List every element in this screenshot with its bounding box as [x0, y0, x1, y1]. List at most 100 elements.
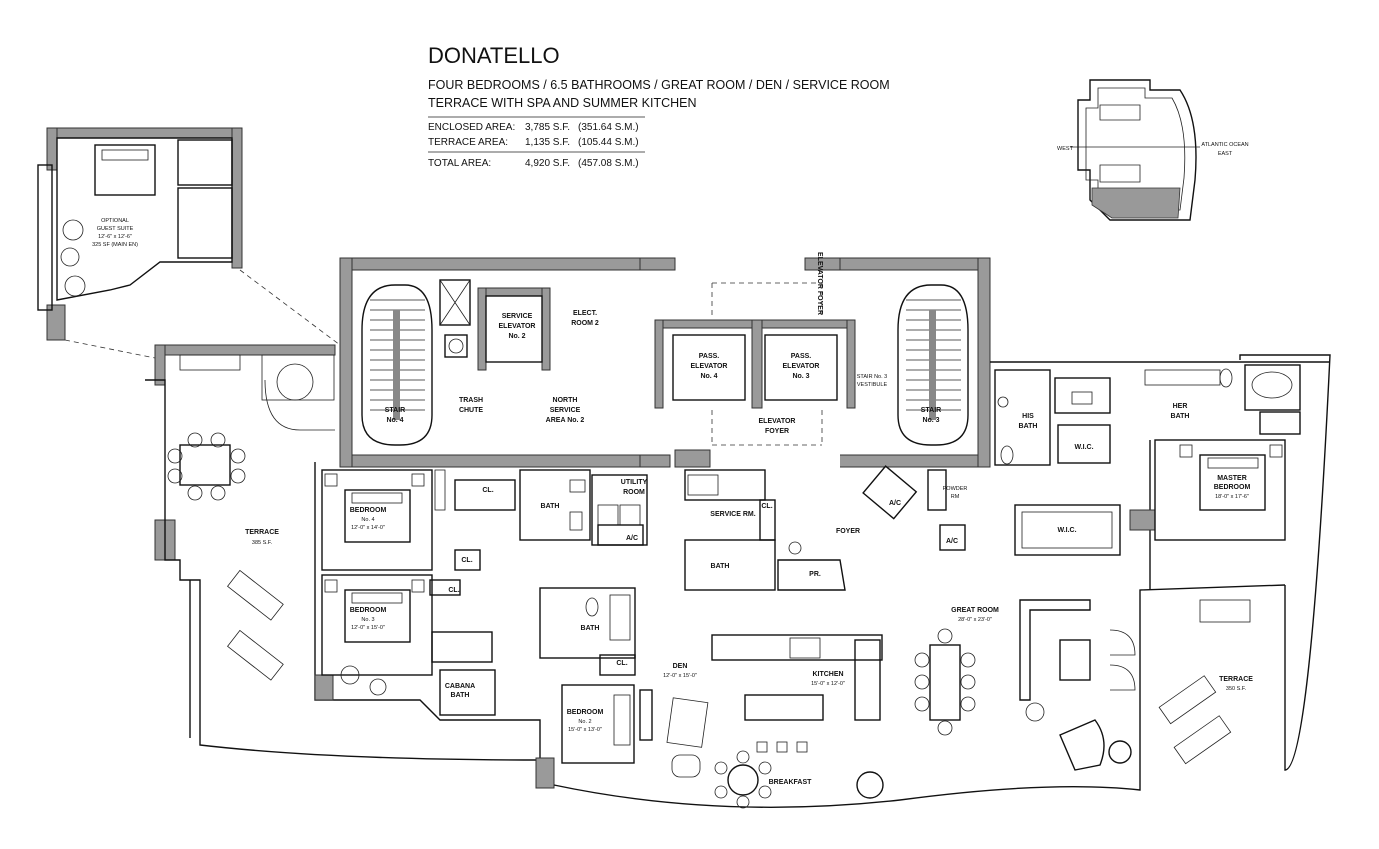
bath-2-label: BATH [711, 563, 730, 570]
closet-2-label: CL. [761, 503, 772, 510]
area-sm-enclosed: (351.64 S.M.) [578, 122, 639, 133]
cabana-bath-label-2: BATH [451, 692, 470, 699]
cabana-bath-label-1: CABANA [445, 683, 475, 690]
stair-4-label-1: STAIR [385, 407, 405, 414]
area-sm-total: (457.08 S.M.) [578, 158, 639, 169]
foyer-label: FOYER [836, 528, 860, 535]
bedroom-3-label-2: No. 3 [361, 617, 374, 623]
bath-3-label: BATH [581, 625, 600, 632]
her-bath-label-1: HER [1173, 403, 1188, 410]
bedroom-4-label-1: BEDROOM [350, 507, 387, 514]
ac-2-label: A/C [889, 500, 901, 507]
closet-5-label: CL. [616, 660, 627, 667]
ac-1-label: A/C [626, 535, 638, 542]
bedroom-2-label-3: 15'-0" x 13'-0" [568, 727, 602, 733]
pass-elevator-3-label-2: ELEVATOR [783, 363, 820, 370]
plan-subtitle-2: TERRACE WITH SPA AND SUMMER KITCHEN [428, 96, 697, 110]
north-service-label-3: AREA No. 2 [546, 417, 585, 424]
area-sf-enclosed: 3,785 S.F. [525, 122, 570, 133]
service-elevator-label-1: SERVICE [502, 313, 533, 320]
pass-elevator-3-label-3: No. 3 [792, 373, 809, 380]
area-label-enclosed: ENCLOSED AREA: [428, 122, 515, 133]
keyplan-east: EAST [1218, 151, 1233, 157]
left-terrace: TERRACE 385 S.F. [145, 344, 541, 761]
breakfast-label: BREAKFAST [769, 779, 813, 786]
bedroom-2-label-1: BEDROOM [567, 709, 604, 716]
terrace-right-label-1: TERRACE [1219, 676, 1253, 683]
master-bedroom-label-1: MASTER [1217, 475, 1247, 482]
great-room-label-1: GREAT ROOM [951, 607, 999, 614]
pass-elevator-3-label-1: PASS. [791, 353, 812, 360]
powder-label-1: POWDER [943, 486, 968, 492]
terrace-left-label-2: 385 S.F. [252, 540, 273, 546]
bedroom-3-label-1: BEDROOM [350, 607, 387, 614]
terrace-right-label-2: 350 S.F. [1226, 686, 1247, 692]
area-label-terrace: TERRACE AREA: [428, 137, 508, 148]
guest-suite-dims: 12'-6" x 12'-6" [98, 234, 132, 240]
terrace-left-label-1: TERRACE [245, 529, 279, 536]
plan-subtitle-1: FOUR BEDROOMS / 6.5 BATHROOMS / GREAT RO… [428, 78, 890, 92]
elevator-foyer-label-2: FOYER [765, 428, 789, 435]
pass-elevator-4-label-3: No. 4 [700, 373, 717, 380]
keyplan-ocean: ATLANTIC OCEAN [1201, 142, 1248, 148]
trash-chute-label-2: CHUTE [459, 407, 483, 414]
powder-label-2: RM [951, 494, 960, 500]
closet-4-label: CL. [448, 587, 459, 594]
guest-suite: OPTIONAL GUEST SUITE 12'-6" x 12'-6" 325… [37, 127, 243, 341]
bedroom-3-label-3: 12'-0" x 15'-0" [351, 625, 385, 631]
stair3-vestibule-label-1: STAIR No. 3 [857, 374, 887, 380]
closet-3-label: CL. [461, 557, 472, 564]
trash-chute-label-1: TRASH [459, 397, 483, 404]
utility-label-2: ROOM [623, 489, 645, 496]
elect-room-label-1: ELECT. [573, 310, 597, 317]
his-bath-label-2: BATH [1019, 423, 1038, 430]
north-service-label-1: NORTH [553, 397, 578, 404]
bedroom-4-label-2: No. 4 [361, 517, 374, 523]
area-sf-terrace: 1,135 S.F. [525, 137, 570, 148]
stair-3-label-2: No. 3 [922, 417, 939, 424]
north-service-label-2: SERVICE [550, 407, 581, 414]
service-elevator-label-2: ELEVATOR [499, 323, 536, 330]
pr-label: PR. [809, 571, 821, 578]
kitchen-label-2: 15'-0" x 12'-0" [811, 681, 845, 687]
pass-elevator-4-label-2: ELEVATOR [691, 363, 728, 370]
guest-suite-label-1: OPTIONAL [101, 218, 129, 224]
stair-4-label-2: No. 4 [386, 417, 403, 424]
main-unit: BEDROOM No. 4 12'-0" x 14'-0" CL. BATH U… [314, 354, 1331, 809]
area-sm-terrace: (105.44 S.M.) [578, 137, 639, 148]
his-bath-label-1: HIS [1022, 413, 1034, 420]
guest-suite-label-2: GUEST SUITE [97, 226, 134, 232]
area-label-total: TOTAL AREA: [428, 158, 491, 169]
pass-elevator-4-label-1: PASS. [699, 353, 720, 360]
kitchen-label-1: KITCHEN [812, 671, 843, 678]
building-core: SERVICE ELEVATOR No. 2 ELECT. ROOM 2 PAS… [339, 252, 991, 469]
stair-3-label-1: STAIR [921, 407, 941, 414]
plan-title: DONATELLO [428, 43, 560, 68]
elect-room-label-2: ROOM 2 [571, 320, 599, 327]
area-table: ENCLOSED AREA: 3,785 S.F. (351.64 S.M.) … [428, 122, 645, 169]
service-room-label: SERVICE RM. [710, 511, 755, 518]
keyplan-west: WEST [1057, 146, 1074, 152]
bedroom-4-label-3: 12'-0" x 14'-0" [351, 525, 385, 531]
bedroom-2-label-2: No. 2 [578, 719, 591, 725]
stair3-vestibule-label-2: VESTIBULE [857, 382, 888, 388]
her-bath-label-2: BATH [1171, 413, 1190, 420]
great-room-label-2: 28'-0" x 23'-0" [958, 617, 992, 623]
bath-1-label: BATH [541, 503, 560, 510]
elevator-foyer-label-1: ELEVATOR [759, 418, 796, 425]
den-label-2: 12'-0" x 15'-0" [663, 673, 697, 679]
master-bedroom-dims: 18'-0" x 17'-6" [1215, 494, 1249, 500]
master-bedroom-label-2: BEDROOM [1214, 484, 1251, 491]
ac-3-label: A/C [946, 538, 958, 545]
area-sf-total: 4,920 S.F. [525, 158, 570, 169]
closet-1-label: CL. [482, 487, 493, 494]
wic-upper-label: W.I.C. [1074, 444, 1093, 451]
utility-label-1: UTILITY [621, 479, 648, 486]
den-label-1: DEN [673, 663, 688, 670]
elevator-foyer-vertical-label: ELEVATOR FOYER [816, 252, 823, 315]
service-elevator-label-3: No. 2 [508, 333, 525, 340]
guest-suite-area: 325 SF (MAIN EN) [92, 242, 138, 248]
wic-lower-label: W.I.C. [1057, 527, 1076, 534]
key-plan: WEST ATLANTIC OCEAN EAST [1057, 79, 1249, 221]
